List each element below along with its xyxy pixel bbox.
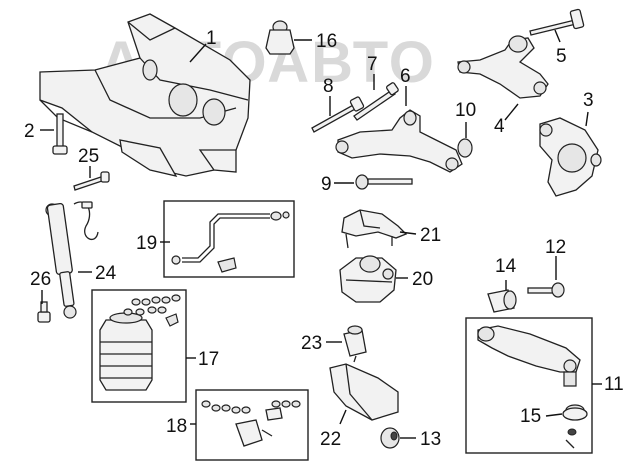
callout-5: 5 <box>556 46 567 67</box>
callout-1: 1 <box>206 28 217 49</box>
callout-4: 4 <box>494 116 505 137</box>
bolt-part-12 <box>527 282 565 298</box>
callout-18: 18 <box>166 416 187 437</box>
callout-11: 11 <box>604 374 624 395</box>
callout-6: 6 <box>400 66 411 87</box>
callout-19: 19 <box>136 233 157 254</box>
bushing-part-10 <box>457 138 473 158</box>
sensor-link-part-19 <box>171 211 290 273</box>
callout-23: 23 <box>301 333 322 354</box>
bushing-part-13 <box>380 427 400 449</box>
control-arm-part-6 <box>335 109 463 173</box>
sensor-part-23 <box>343 325 367 363</box>
bolt-part-8 <box>311 96 365 133</box>
callout-26: 26 <box>30 269 51 290</box>
callout-17: 17 <box>198 349 219 370</box>
box-part-18 <box>195 389 309 461</box>
callout-labels: 1 2 3 4 5 6 7 8 9 10 11 12 13 14 15 16 1… <box>24 28 624 450</box>
bolt-part-5 <box>529 8 585 36</box>
callout-8: 8 <box>323 76 334 97</box>
bushing-part-14 <box>487 289 517 313</box>
bolt-part-9 <box>355 174 413 190</box>
callout-24: 24 <box>95 263 117 284</box>
actuator-part-20 <box>339 255 397 303</box>
callout-10: 10 <box>455 100 476 121</box>
callout-3: 3 <box>583 90 594 111</box>
bolt-part-2 <box>52 113 68 155</box>
air-spring-part-17 <box>99 294 181 391</box>
callout-7: 7 <box>367 54 378 75</box>
callout-14: 14 <box>495 256 517 277</box>
callout-21: 21 <box>420 225 441 246</box>
callout-9: 9 <box>321 174 332 195</box>
callout-15: 15 <box>520 406 541 427</box>
bolt-part-25 <box>73 171 110 191</box>
box-part-17 <box>91 289 187 403</box>
bolt-part-7 <box>353 82 399 121</box>
box-part-11 <box>465 317 593 454</box>
callout-12: 12 <box>545 237 566 258</box>
bracket-part-21 <box>341 209 408 249</box>
shock-absorber-part-24 <box>45 201 99 319</box>
skid-plate-part-22 <box>329 363 399 421</box>
callout-16: 16 <box>316 31 337 52</box>
callout-25: 25 <box>78 146 99 167</box>
bolt-part-26 <box>37 301 51 323</box>
upper-control-arm-part-4 <box>457 35 549 99</box>
lower-control-arm-part-11 <box>477 325 581 387</box>
callout-2: 2 <box>24 121 35 142</box>
callout-13: 13 <box>420 429 441 450</box>
boot-part-15 <box>562 404 588 449</box>
callout-20: 20 <box>412 269 433 290</box>
mount-part-16 <box>265 20 295 55</box>
knuckle-part-3 <box>539 117 602 197</box>
callout-22: 22 <box>320 429 341 450</box>
leader-lines <box>40 29 602 439</box>
box-part-19 <box>163 200 295 278</box>
fittings-part-18 <box>201 400 301 447</box>
